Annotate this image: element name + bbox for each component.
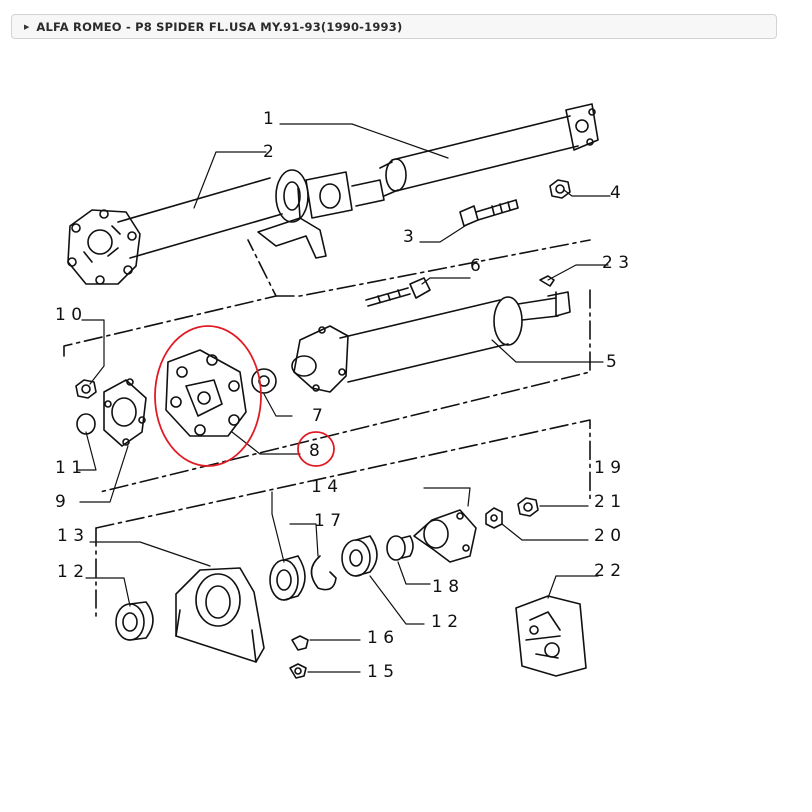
highlight-circle-label-8 bbox=[297, 431, 335, 467]
part-label-12b: 1 2 bbox=[431, 612, 458, 632]
driveshaft-middle-drawing bbox=[75, 275, 571, 447]
part-label-8: 8 bbox=[309, 441, 320, 461]
part-label-20: 2 0 bbox=[594, 526, 621, 546]
part-label-17: 1 7 bbox=[314, 511, 341, 531]
part-label-18: 1 8 bbox=[432, 577, 459, 597]
centre-bearing-parts-drawing bbox=[115, 497, 587, 679]
part-label-14: 1 4 bbox=[311, 477, 338, 497]
highlight-group bbox=[154, 325, 335, 467]
part-label-15: 1 5 bbox=[367, 662, 394, 682]
part-label-7: 7 bbox=[312, 406, 323, 426]
breadcrumb[interactable]: ▶ ALFA ROMEO - P8 SPIDER FL.USA MY.91-93… bbox=[11, 14, 777, 39]
part-number-labels: 1 2 3 4 5 6 7 8 9 1 0 1 1 1 2 1 2 1 3 1 … bbox=[55, 109, 629, 682]
part-label-5: 5 bbox=[606, 352, 617, 372]
part-label-9: 9 bbox=[55, 492, 66, 512]
part-label-23: 2 3 bbox=[602, 253, 629, 273]
leader-lines bbox=[77, 123, 611, 673]
triangle-right-icon: ▶ bbox=[24, 22, 30, 31]
part-label-21: 2 1 bbox=[594, 492, 621, 512]
part-label-19: 1 9 bbox=[594, 458, 621, 478]
part-label-3: 3 bbox=[403, 227, 414, 247]
part-label-16: 1 6 bbox=[367, 628, 394, 648]
driveshaft-upper-drawing bbox=[67, 103, 599, 285]
part-label-11: 1 1 bbox=[55, 458, 82, 478]
part-label-22: 2 2 bbox=[594, 561, 621, 581]
breadcrumb-title: ALFA ROMEO - P8 SPIDER FL.USA MY.91-93(1… bbox=[36, 19, 403, 34]
part-label-10: 1 0 bbox=[55, 305, 82, 325]
part-label-4: 4 bbox=[610, 183, 621, 203]
part-label-13: 1 3 bbox=[57, 526, 84, 546]
part-label-12a: 1 2 bbox=[57, 562, 84, 582]
part-label-2: 2 bbox=[263, 142, 274, 162]
highlight-circle-coupling bbox=[154, 325, 262, 467]
part-label-6: 6 bbox=[470, 256, 481, 276]
part-label-1: 1 bbox=[263, 109, 274, 129]
